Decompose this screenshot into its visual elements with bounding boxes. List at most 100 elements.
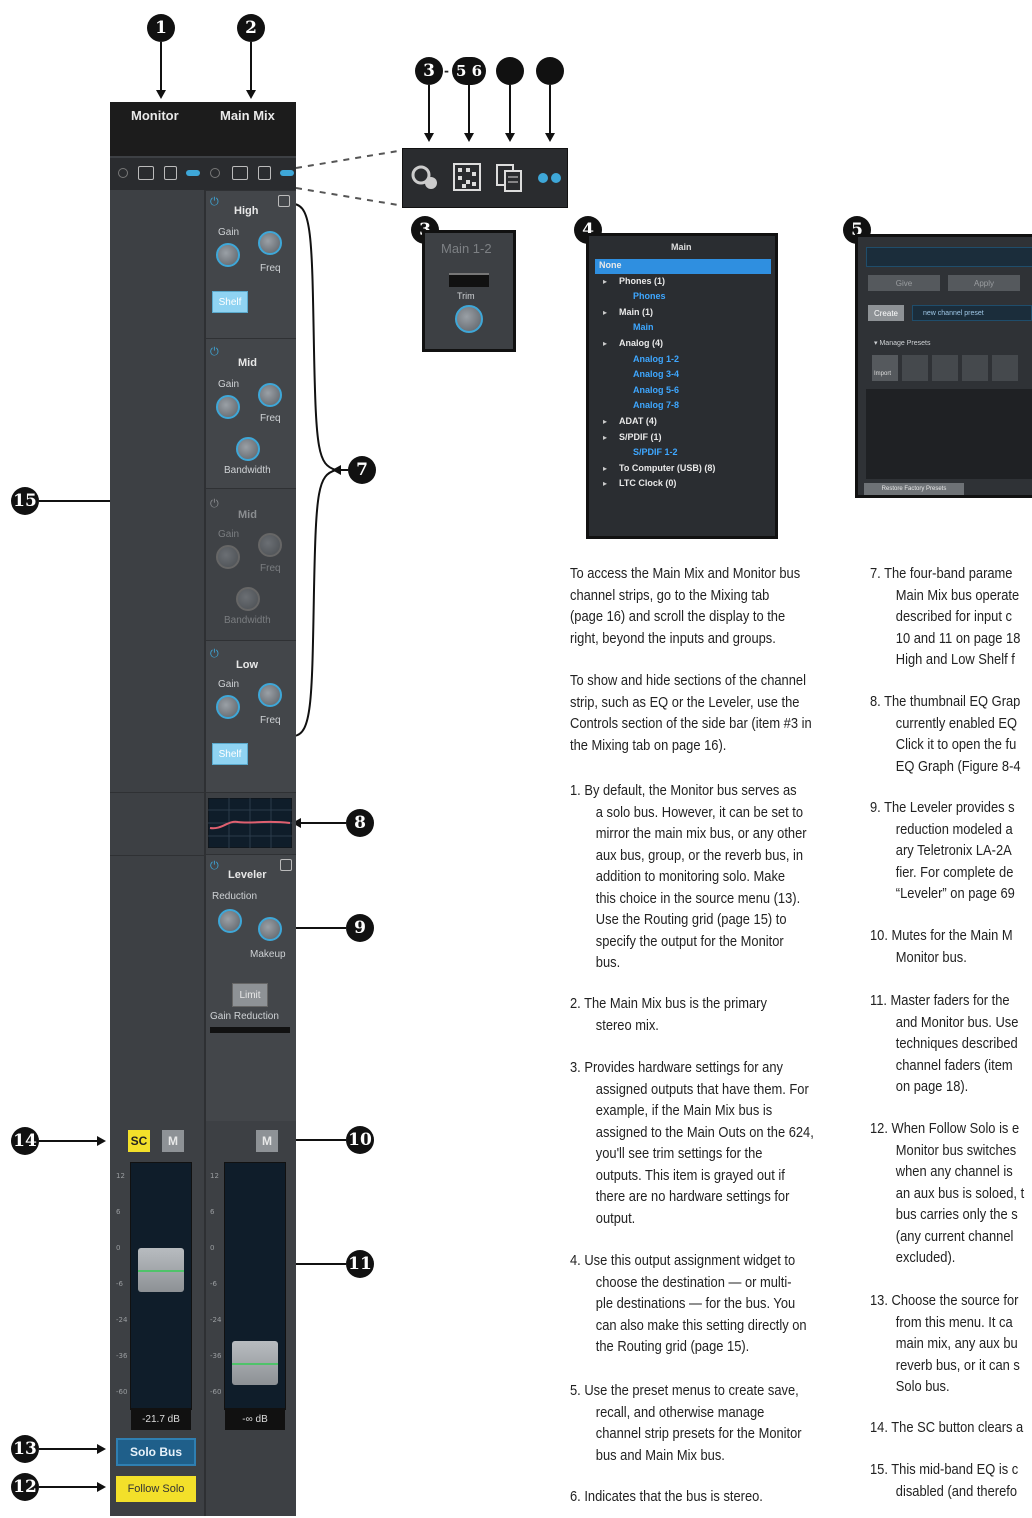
routing-item[interactable]: Phones (1)	[619, 275, 666, 286]
text-line: 11. Master faders for the	[870, 992, 1010, 1009]
routing-item[interactable]: Analog (4)	[619, 338, 663, 348]
text-line: 9. The Leveler provides s	[870, 799, 1015, 816]
mainmix-routing-icon[interactable]	[232, 166, 248, 180]
mainmix-bus-label[interactable]: Main Mix	[220, 108, 275, 123]
eq-graph-thumbnail[interactable]	[208, 798, 292, 848]
expand-icon[interactable]: ▸	[603, 432, 608, 442]
text-line: Controls section of the side bar (item #…	[570, 715, 812, 732]
monitor-routing-icon[interactable]	[138, 166, 154, 180]
preset-action-button[interactable]	[902, 355, 928, 381]
mid-disabled-gain-knob[interactable]	[216, 545, 240, 569]
mid-gain-knob[interactable]	[216, 395, 240, 419]
mid-freq-knob[interactable]	[258, 383, 282, 407]
eq-graph-row	[110, 792, 296, 856]
text-line: techniques described	[895, 1035, 1018, 1052]
arrowhead-2	[246, 90, 256, 99]
stereo-icon	[538, 173, 561, 183]
eq-high-title: High	[234, 205, 259, 217]
arrow-1	[160, 42, 162, 90]
routing-item[interactable]: Analog 7-8	[633, 400, 680, 411]
low-freq-knob[interactable]	[258, 683, 282, 707]
mainmix-hardware-icon[interactable]	[210, 168, 220, 178]
routing-item[interactable]: Analog 5-6	[633, 384, 680, 395]
expand-icon[interactable]: ▸	[603, 479, 608, 489]
routing-item[interactable]: S/PDIF 1-2	[633, 447, 678, 458]
leveler-preset-icon[interactable]	[280, 859, 292, 871]
reduction-knob[interactable]	[218, 909, 242, 933]
manage-presets-label[interactable]: ▾ Manage Presets	[874, 340, 931, 347]
monitor-mute-button[interactable]: M	[162, 1130, 184, 1152]
hardware-settings-icon[interactable]	[409, 163, 443, 193]
routing-item[interactable]: Main (1)	[619, 306, 654, 317]
create-preset-button[interactable]: Create	[868, 305, 904, 321]
apply-button[interactable]: Apply	[948, 275, 1020, 291]
preset-icon[interactable]	[495, 163, 525, 193]
solo-bus-source-menu[interactable]: Solo Bus	[116, 1438, 196, 1466]
limit-button[interactable]: Limit	[232, 983, 268, 1007]
monitor-hardware-icon[interactable]	[118, 168, 128, 178]
mainmix-preset-icon[interactable]	[258, 166, 271, 180]
text-line: strip, such as EQ or the Leveler, use th…	[570, 693, 800, 711]
expand-icon[interactable]: ▸	[603, 463, 608, 473]
low-shelf-button[interactable]: Shelf	[212, 743, 248, 765]
new-preset-name-input[interactable]: new channel preset	[912, 305, 1032, 321]
preset-list[interactable]	[866, 389, 1032, 479]
power-icon[interactable]: ⏻	[210, 345, 219, 358]
restore-factory-presets-button[interactable]: Restore Factory Presets	[864, 483, 964, 495]
routing-item[interactable]: Analog 1-2	[633, 353, 680, 364]
routing-item[interactable]: Phones	[633, 291, 666, 302]
mid-disabled-bandwidth-knob[interactable]	[236, 587, 260, 611]
bandwidth-label: Bandwidth	[224, 615, 271, 626]
power-icon[interactable]: ⏻	[210, 859, 219, 872]
mid-disabled-freq-knob[interactable]	[258, 533, 282, 557]
sc-button[interactable]: SC	[128, 1130, 150, 1152]
mainmix-fader-track[interactable]	[224, 1162, 286, 1410]
routing-item[interactable]: LTC Clock (0)	[619, 478, 677, 489]
preset-action-button[interactable]	[962, 355, 988, 381]
high-shelf-button[interactable]: Shelf	[212, 291, 248, 313]
scale-tick: -60	[210, 1388, 222, 1396]
expand-icon[interactable]: ▸	[603, 307, 608, 317]
routing-item[interactable]: To Computer (USB) (8)	[619, 462, 716, 473]
expand-icon[interactable]: ▸	[603, 339, 608, 348]
arrowhead-8	[292, 818, 301, 828]
arrow-9	[293, 927, 346, 929]
preset-action-button[interactable]	[932, 355, 958, 381]
routing-item[interactable]: Analog 3-4	[633, 369, 680, 380]
trim-knob[interactable]	[455, 305, 483, 333]
arrowhead-14	[97, 1136, 106, 1146]
eq-mid-disabled-title: Mid	[238, 509, 257, 521]
high-gain-knob[interactable]	[216, 243, 240, 267]
routing-item[interactable]: None	[599, 260, 622, 270]
mainmix-mute-button[interactable]: M	[256, 1130, 278, 1152]
text-line: 10 and 11 on page 18	[895, 629, 1021, 647]
give-button[interactable]: Give	[868, 275, 940, 291]
power-icon[interactable]: ⏻	[210, 647, 219, 660]
monitor-fader-track[interactable]	[130, 1162, 192, 1410]
expand-icon[interactable]: ▸	[603, 276, 608, 286]
expand-icon[interactable]: ▸	[603, 417, 608, 426]
monitor-bus-label[interactable]: Monitor	[131, 108, 179, 123]
text-line: 7. The four-band parame	[870, 565, 1013, 582]
import-preset-button[interactable]: Import	[872, 355, 898, 381]
routing-grid-icon[interactable]	[453, 163, 483, 193]
low-gain-knob[interactable]	[216, 695, 240, 719]
routing-item[interactable]: S/PDIF (1)	[619, 431, 662, 442]
routing-item[interactable]: ADAT (4)	[619, 416, 657, 426]
routing-item[interactable]: Main	[633, 322, 654, 333]
monitor-preset-icon[interactable]	[164, 166, 177, 180]
high-freq-knob[interactable]	[258, 231, 282, 255]
follow-solo-button[interactable]: Follow Solo	[116, 1476, 196, 1502]
preset-action-button[interactable]	[992, 355, 1018, 381]
eq-low-band: ⏻ Low Gain Freq Shelf	[206, 640, 296, 793]
reduction-label: Reduction	[212, 891, 258, 902]
mid-bandwidth-knob[interactable]	[236, 437, 260, 461]
band-preset-icon[interactable]	[278, 195, 290, 207]
preset-name-field[interactable]	[866, 247, 1032, 267]
callout-8: 8	[346, 809, 374, 837]
scale-tick: 6	[116, 1208, 121, 1216]
text-line: 8. The thumbnail EQ Grap	[870, 693, 1021, 710]
power-icon[interactable]: ⏻	[210, 497, 219, 510]
power-icon[interactable]: ⏻	[210, 195, 219, 208]
makeup-knob[interactable]	[258, 917, 282, 941]
